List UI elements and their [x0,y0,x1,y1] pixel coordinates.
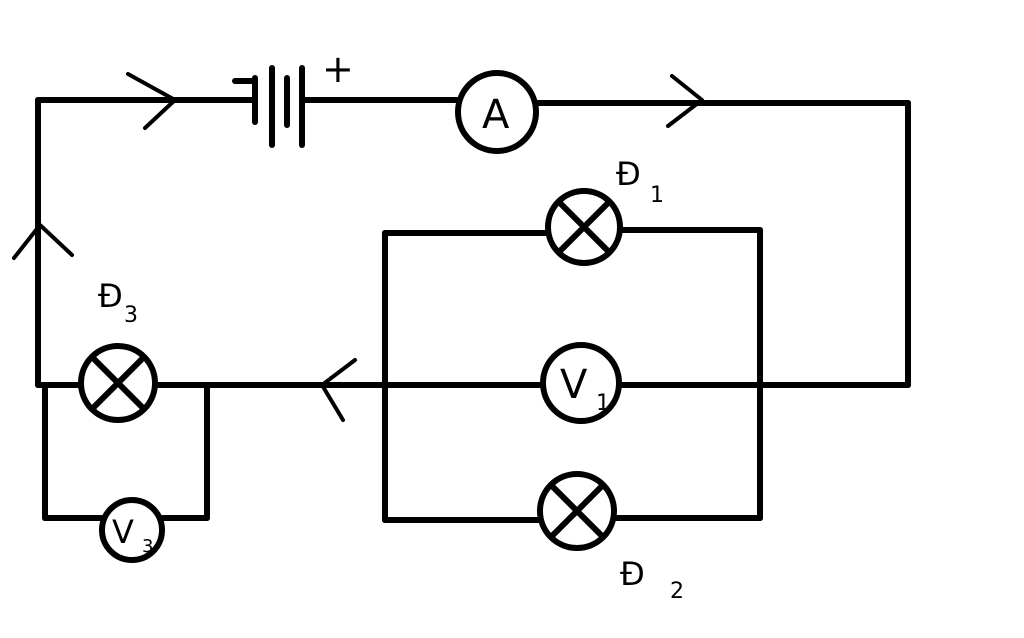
voltmeter-1: V 1 [540,342,622,424]
arrow-left-up [12,223,74,260]
arrow-top-right [666,74,704,128]
lamp-1-label: Đ [616,155,641,193]
arrow-mid-left [320,358,357,422]
lamp-3: Đ 3 [78,277,158,423]
voltmeter-3: V 3 [99,497,165,563]
wires [35,97,911,523]
ammeter-circle [455,70,539,154]
battery-polarity: + [322,47,354,91]
lamp-1-cross [556,199,612,255]
lamp-3-circle [78,343,158,423]
arrow-top-left [126,72,177,130]
battery-symbol: + [232,47,354,148]
voltmeter-1-circle [540,342,622,424]
current-arrows [12,72,704,422]
lamp-2: Đ 2 [537,471,684,604]
lamp-1-circle [545,188,623,266]
lamp-3-subscript: 3 [124,303,138,328]
voltmeter-1-subscript: 1 [596,391,610,416]
voltmeter-3-circle [99,497,165,563]
lamp-3-cross [89,354,147,412]
voltmeter-3-letter: V [112,513,134,551]
ammeter-label: A [482,92,510,138]
lamp-2-subscript: 2 [670,579,684,604]
lamp-2-label: Đ [620,555,645,593]
voltmeter-3-subscript: 3 [142,536,153,557]
lamp-2-cross [548,482,606,540]
lamp-1-subscript: 1 [650,183,664,208]
ammeter: A [455,70,539,154]
lamp-3-label: Đ [98,277,123,315]
lamp-2-circle [537,471,617,551]
voltmeter-1-letter: V [560,362,588,408]
lamp-1: Đ 1 [545,155,664,266]
